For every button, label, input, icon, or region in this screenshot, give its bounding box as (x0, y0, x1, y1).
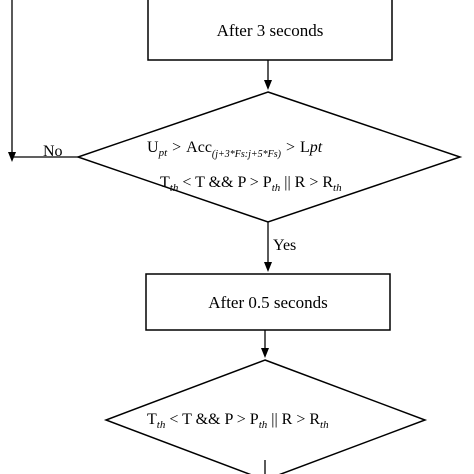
u-subscript: pt (158, 147, 169, 159)
acc-var: Acc (186, 139, 212, 156)
l-italic: pt (309, 139, 323, 156)
yes-branch-label: Yes (273, 237, 296, 254)
box-after-3-seconds (147, 0, 393, 61)
t-subscript-2: th (157, 419, 166, 431)
expr-mid-1-2: < T && P > P (169, 411, 258, 428)
l-var: L (300, 139, 310, 156)
arrowhead-box1-to-diamond1 (264, 80, 272, 90)
expr-mid-2: || R > R (284, 174, 333, 191)
no-branch-label: No (43, 143, 63, 160)
p-subscript-2: th (259, 419, 268, 431)
box-after-3-seconds-label: After 3 seconds (217, 21, 324, 40)
t-subscript: th (170, 182, 179, 194)
u-var: U (147, 139, 159, 156)
t-var-2: T (147, 411, 157, 428)
arrowhead-box2-to-diamond2 (261, 348, 269, 358)
arrowhead-diamond1-to-box2 (264, 262, 272, 272)
expr-mid-1: < T && P > P (182, 174, 271, 191)
gt-1: > (172, 139, 181, 156)
gt-2: > (286, 139, 295, 156)
expr-mid-2-2: || R > R (271, 411, 320, 428)
decision-diamond-2 (103, 359, 428, 474)
loop-back-line (11, 0, 78, 158)
r-subscript: th (333, 182, 342, 194)
diamond-1-condition-2: Tth< T && P > Pth|| R > Rth (160, 174, 342, 194)
diamond-2-condition: Tth< T && P > Pth|| R > Rth (147, 411, 329, 431)
r-subscript-2: th (320, 419, 329, 431)
acc-subscript: (j+3*Fs:j+5*Fs) (212, 149, 282, 160)
diamond-1-condition-1: Upt>Acc(j+3*Fs:j+5*Fs)>Lpt (147, 139, 323, 160)
box-after-0-5-seconds-label: After 0.5 seconds (208, 293, 327, 312)
t-var: T (160, 174, 170, 191)
loop-arrowhead (8, 152, 16, 162)
box-after-0-5-seconds (145, 273, 391, 331)
p-subscript: th (272, 182, 281, 194)
